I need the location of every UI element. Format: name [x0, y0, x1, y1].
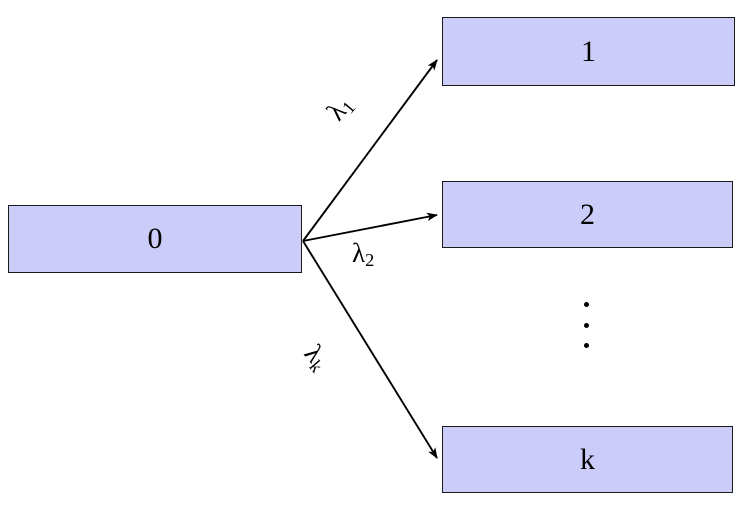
node-label-1: 1 [581, 34, 596, 68]
node-label-0: 0 [147, 222, 163, 255]
node-label-2: 2 [580, 197, 595, 231]
edge-0-to-2 [302, 212, 438, 242]
node-box-1[interactable]: 1 [442, 17, 735, 86]
vertical-ellipsis-icon [578, 302, 594, 348]
edge-label-lambda-1: λ1 [320, 91, 359, 127]
node-box-0[interactable]: 0 [8, 205, 302, 273]
ellipsis-dot [583, 322, 589, 328]
edge-0-to-1 [302, 59, 438, 242]
edge-label-lambda-2: λ2 [352, 238, 375, 271]
node-box-k[interactable]: k [442, 426, 733, 493]
ellipsis-dot [583, 343, 589, 348]
lambda-symbol-2: λ [352, 238, 366, 268]
ellipsis-dot [583, 302, 589, 307]
node-label-k: k [580, 442, 595, 476]
lambda-subscript-2: 2 [365, 250, 375, 271]
edge-label-lambda-k: λk [297, 339, 334, 377]
node-box-2[interactable]: 2 [442, 181, 733, 248]
